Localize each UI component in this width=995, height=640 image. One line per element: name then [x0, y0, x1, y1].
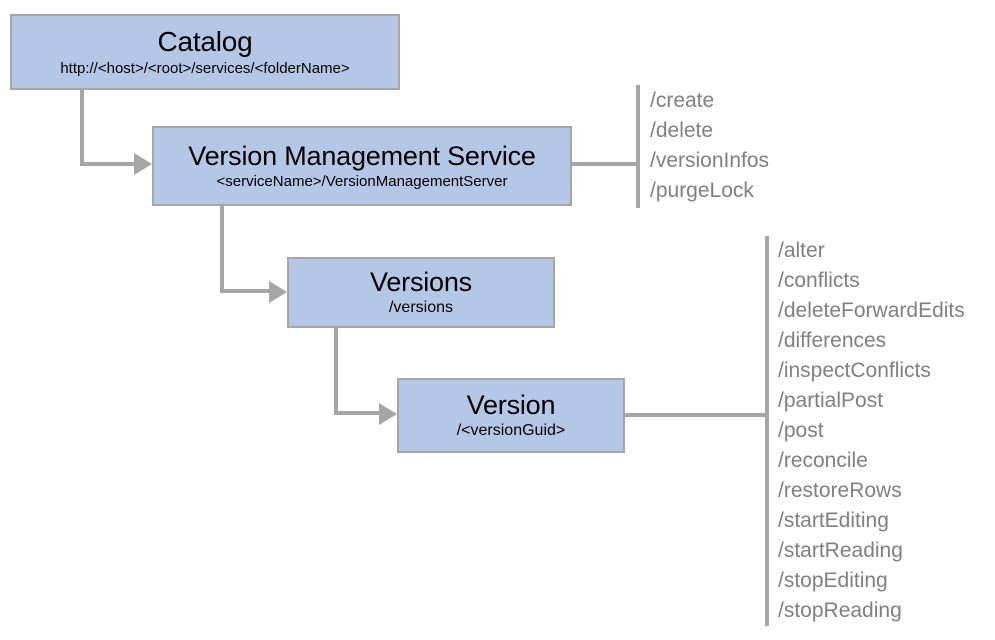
arrowhead-catalog-to-vms	[134, 153, 152, 175]
connector-vms-to-operations-stem	[572, 162, 639, 166]
endpoint-item: /stopEditing	[778, 569, 888, 592]
arrowhead-versions-to-version	[379, 403, 397, 425]
endpoint-list-version-management-service: /create/delete/versionInfos/purgeLock	[650, 86, 769, 206]
node-catalog-subtitle: http://<host>/<root>/services/<folderNam…	[60, 59, 350, 77]
endpoint-item: /startEditing	[778, 509, 889, 532]
connector-vms-to-versions-horizontal	[220, 289, 271, 293]
node-version-management-service[interactable]: Version Management Service <serviceName>…	[152, 126, 572, 206]
bracket-version-operations	[765, 236, 769, 626]
arrowhead-vms-to-versions	[269, 281, 287, 303]
endpoint-item: /conflicts	[778, 269, 860, 292]
endpoint-item: /delete	[650, 119, 714, 142]
endpoint-item: /reconcile	[778, 449, 868, 472]
connector-versions-to-version-vertical	[334, 328, 338, 415]
node-versions-title: Versions	[370, 266, 472, 297]
connector-catalog-to-vms-vertical	[80, 90, 84, 166]
endpoint-item: /purgeLock	[650, 179, 754, 202]
endpoint-item: /inspectConflicts	[778, 359, 931, 382]
connector-catalog-to-vms-horizontal	[80, 162, 136, 166]
endpoint-item: /partialPost	[778, 389, 884, 412]
node-version-management-service-subtitle: <serviceName>/VersionManagementServer	[216, 173, 508, 191]
node-version-management-service-title: Version Management Service	[188, 140, 536, 171]
endpoint-item: /differences	[778, 329, 887, 352]
node-version-subtitle: /<versionGuid>	[456, 422, 566, 440]
connector-versions-to-version-horizontal	[334, 411, 381, 415]
endpoint-item: /startReading	[778, 539, 903, 562]
endpoint-item: /stopReading	[778, 599, 902, 622]
endpoint-item: /post	[778, 419, 824, 442]
node-versions-subtitle: /versions	[388, 299, 454, 317]
node-catalog-title: Catalog	[157, 26, 253, 58]
endpoint-item: /create	[650, 89, 715, 112]
connector-version-to-operations-stem	[625, 413, 767, 417]
node-catalog[interactable]: Catalog http://<host>/<root>/services/<f…	[10, 14, 400, 90]
connector-vms-to-versions-vertical	[220, 206, 224, 293]
node-version-title: Version	[466, 389, 556, 420]
endpoint-item: /restoreRows	[778, 479, 902, 502]
node-version[interactable]: Version /<versionGuid>	[397, 378, 625, 453]
bracket-vms-operations	[636, 85, 640, 208]
node-versions[interactable]: Versions /versions	[287, 257, 555, 328]
endpoint-item: /deleteForwardEdits	[778, 299, 965, 322]
endpoint-item: /alter	[778, 239, 825, 262]
endpoint-item: /versionInfos	[650, 149, 770, 172]
endpoint-list-version: /alter/conflicts/deleteForwardEdits/diff…	[778, 236, 965, 626]
